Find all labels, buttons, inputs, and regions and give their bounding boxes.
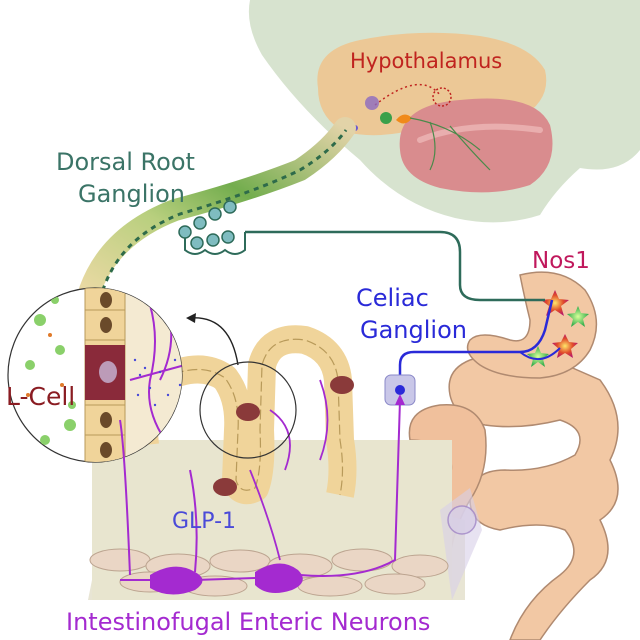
muscle-layer <box>89 548 449 597</box>
l-cell-small <box>330 376 354 394</box>
drg-label-line2: Ganglion <box>78 180 185 208</box>
star-icon <box>541 290 569 316</box>
glp1-dots <box>133 358 182 407</box>
ien-label: Intestinofugal Enteric Neurons <box>66 608 430 636</box>
colon-zoom-marker <box>447 505 477 535</box>
hypothalamus-label: Hypothalamus <box>350 49 502 73</box>
sensory-nerve <box>79 117 356 301</box>
neuron-cluster-green <box>380 112 392 124</box>
lcell-label: L-Cell <box>6 382 75 411</box>
star-icon <box>567 306 589 327</box>
nos1-neurons <box>527 290 589 367</box>
tongue-highlight <box>417 123 543 143</box>
arrow-head-icon <box>186 313 196 323</box>
drg-label-line1: Dorsal Root <box>56 148 195 176</box>
mouse-head <box>248 0 640 223</box>
ien-neuron-left <box>150 566 203 595</box>
stomach <box>466 271 598 379</box>
l-cell-small <box>213 478 237 496</box>
celiac-label-line1: Celiac <box>356 284 429 312</box>
vagal-afferent-dashed <box>98 129 348 301</box>
zoom-arrow <box>189 317 239 366</box>
enteric-neurons <box>119 394 405 595</box>
glp1-label: GLP-1 <box>172 509 236 534</box>
l-cell-small <box>236 403 260 421</box>
neuron-cluster-purple <box>365 96 379 110</box>
drg-to-stomach-path <box>245 230 545 302</box>
neuron-cluster-red <box>432 87 452 107</box>
lumen-particles <box>25 296 76 445</box>
ien-neuron-right <box>255 563 303 594</box>
star-icon <box>552 334 578 358</box>
celiac-label-line2: Ganglion <box>360 316 467 344</box>
gut-organs <box>408 271 619 640</box>
zoom-source-circle <box>199 361 297 459</box>
celiac-to-stomach-path <box>398 299 554 385</box>
star-icon <box>527 346 549 367</box>
ien-axon-to-celiac <box>299 399 401 577</box>
arrow-head-icon <box>395 394 405 405</box>
drg-neurons <box>178 200 545 302</box>
neuron-orange <box>396 114 412 124</box>
nos1-label: Nos1 <box>532 248 590 274</box>
tongue <box>399 98 553 193</box>
